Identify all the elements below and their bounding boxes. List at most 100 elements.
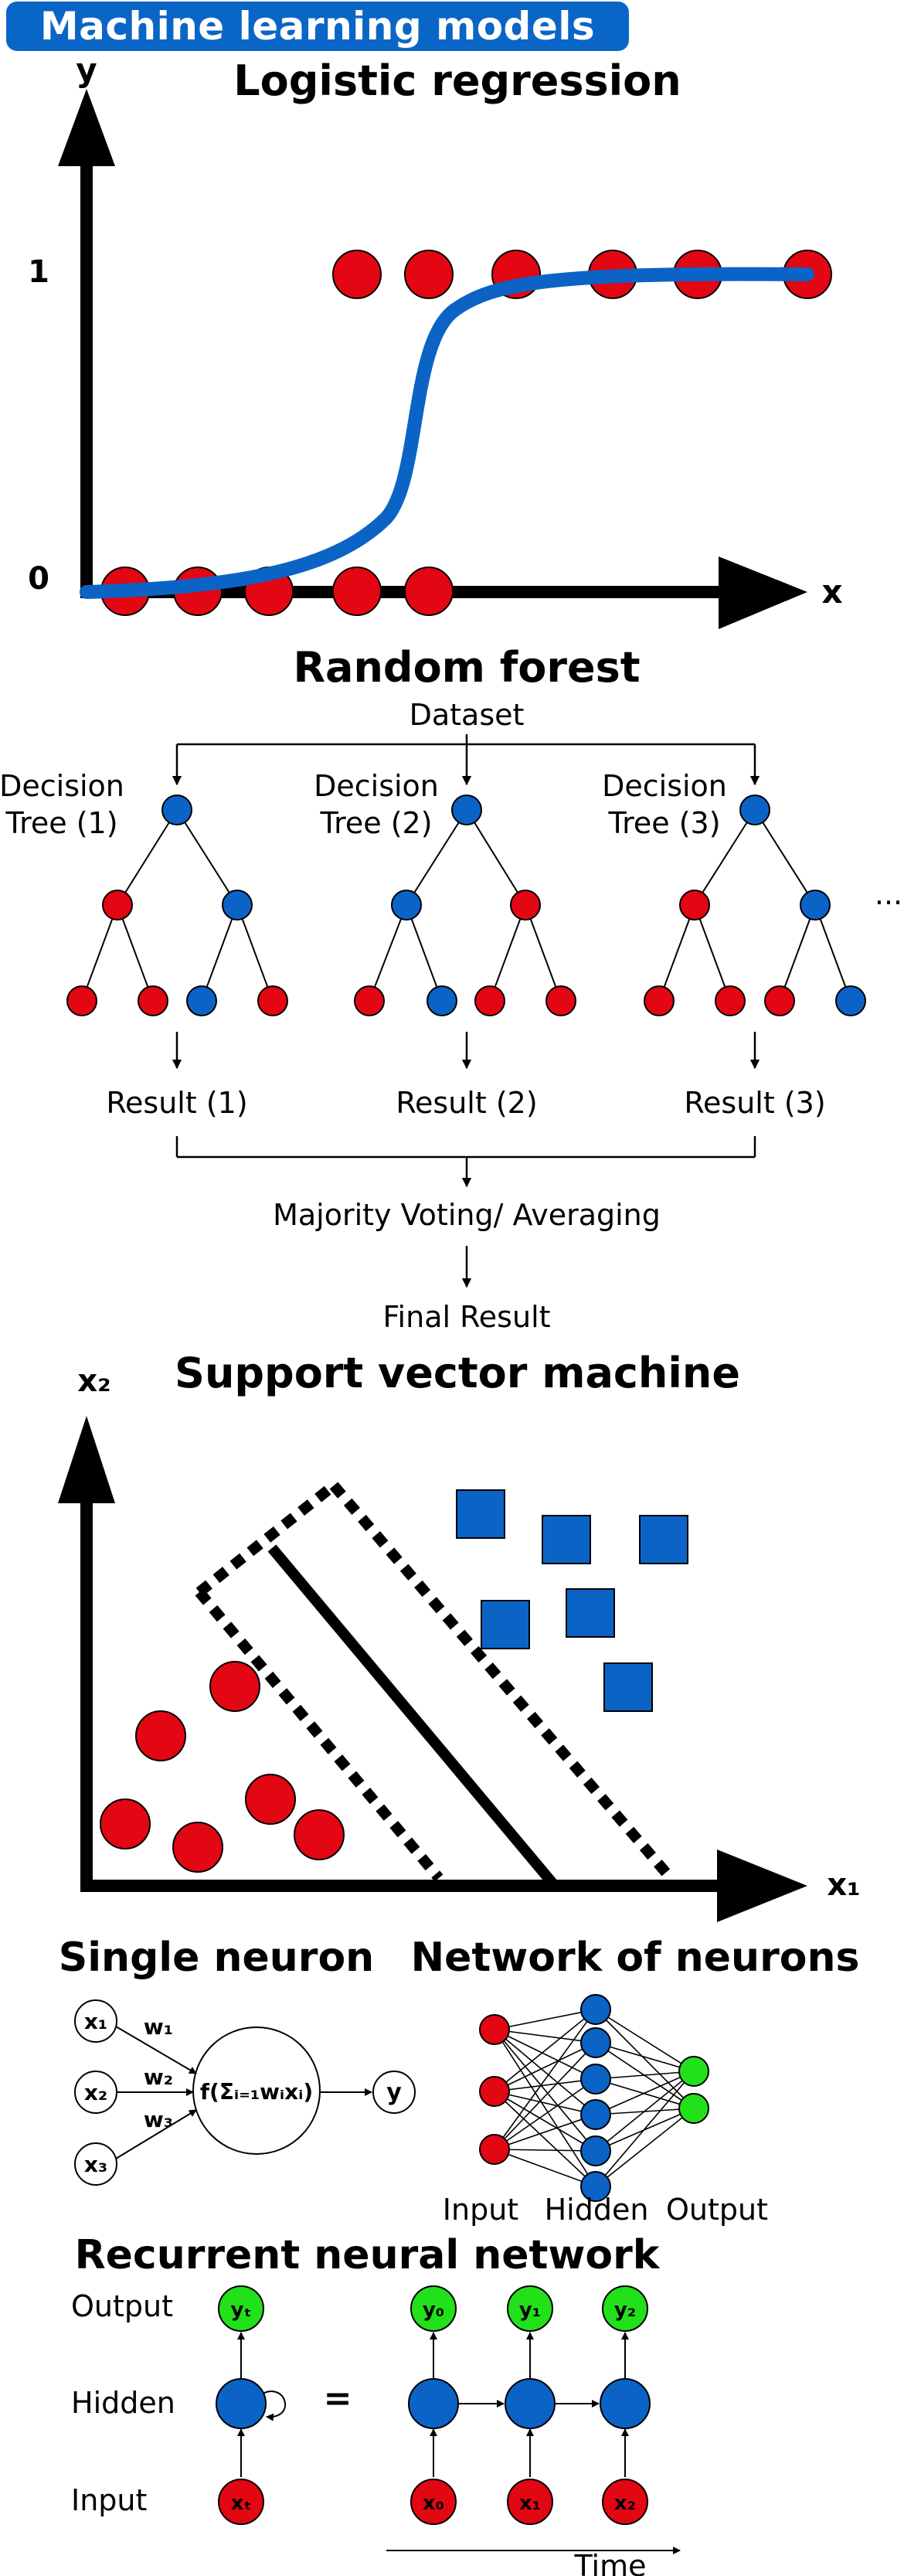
network-layer-output: Output [666, 2193, 768, 2227]
logistic-tick-one: 1 [28, 254, 49, 290]
svm-margin-left [195, 1588, 444, 1882]
data-point [639, 1515, 688, 1564]
network-hidden-node [580, 2064, 611, 2094]
data-point [332, 250, 382, 299]
rnn-equals-sign: = [324, 2379, 352, 2418]
tree-node [835, 985, 866, 1016]
logistic-title: Logistic regression [233, 56, 681, 105]
rnn-input-node [507, 2479, 553, 2525]
rnn-output-label-1: y₁ [519, 2299, 541, 2322]
network-hidden-node [580, 2171, 611, 2202]
svm-x-axis-label: x₁ [827, 1867, 860, 1903]
neuron-input-x1: x₁ [84, 2009, 107, 2034]
network-hidden-node [580, 2135, 611, 2166]
network-layer-input: Input [443, 2193, 518, 2227]
data-point [603, 1662, 653, 1712]
data-point [456, 1489, 505, 1539]
rnn-input-node [410, 2479, 457, 2525]
tree-3-label-line1: Decision [602, 769, 727, 803]
network-section: Network of neurons Input Hidden Output [411, 1935, 860, 2227]
tree-node [354, 985, 385, 1016]
logistic-regression-section: Logistic regression y x 1 0 [28, 51, 843, 629]
tree-node [391, 890, 422, 920]
network-output-node [678, 2093, 709, 2124]
data-point [100, 1798, 151, 1849]
rnn-title: Recurrent neural network [75, 2232, 661, 2278]
tree-node [739, 795, 770, 825]
tree-2-label-line2: Tree (2) [319, 806, 432, 840]
neuron-weight-w1: w₁ [144, 2014, 173, 2040]
network-edge [595, 2078, 695, 2109]
data-point [332, 567, 382, 616]
rnn-folded-input-label: xₜ [231, 2492, 252, 2515]
tree-node [510, 890, 541, 920]
logistic-x-axis-label: x [821, 573, 842, 611]
network-edge [595, 2009, 695, 2109]
data-point [172, 1822, 223, 1873]
forest-dataset-label: Dataset [410, 698, 525, 732]
network-edge [595, 2108, 695, 2187]
tree-1-label-line1: Decision [0, 769, 124, 803]
rnn-section: Recurrent neural network Output Hidden I… [71, 2232, 681, 2576]
network-edge [494, 2078, 596, 2092]
network-edge [494, 2042, 596, 2092]
tree-node [186, 985, 217, 1016]
data-point [209, 1661, 260, 1712]
rnn-hidden-node [505, 2378, 556, 2429]
data-point [481, 1600, 530, 1649]
data-point [404, 250, 454, 299]
dataset-bracket [172, 734, 760, 786]
network-edge [595, 2071, 695, 2152]
data-point [566, 1588, 615, 1638]
network-edge [494, 2078, 596, 2150]
tree-node [138, 985, 168, 1016]
network-edge [494, 2009, 596, 2150]
result-1-label: Result (1) [106, 1086, 247, 1120]
rnn-output-label-2: y₂ [614, 2299, 636, 2322]
neuron-output-y: y [386, 2079, 402, 2106]
tree-2-label-line1: Decision [314, 769, 439, 803]
network-title: Network of neurons [411, 1935, 860, 1981]
rnn-folded-hidden-node [216, 2378, 267, 2429]
rnn-output-node [602, 2285, 648, 2332]
final-result-label: Final Result [382, 1300, 550, 1334]
network-edge [595, 2071, 695, 2115]
network-hidden-node [580, 2027, 611, 2058]
rnn-input-label-2: x₂ [614, 2492, 636, 2515]
svm-margin-left-cap [195, 1481, 338, 1597]
neuron-input-x2: x₂ [84, 2080, 107, 2105]
result-3-label: Result (3) [684, 1086, 825, 1120]
tree-node [451, 795, 482, 825]
network-edge [494, 2149, 596, 2187]
neuron-function: f(Σᵢ₌₁wᵢxᵢ) [200, 2079, 313, 2105]
majority-voting-label: Majority Voting/ Averaging [273, 1198, 661, 1232]
tree-1-label-line2: Tree (1) [5, 806, 117, 840]
tree-node [257, 985, 288, 1016]
network-edge [595, 2042, 695, 2072]
rnn-row-output: Output [71, 2289, 173, 2323]
network-input-node [479, 2014, 510, 2045]
tree-node [715, 985, 746, 1016]
tree-3-label-line2: Tree (3) [607, 806, 720, 840]
rnn-folded-input-node [218, 2479, 264, 2525]
rnn-output-node [410, 2285, 457, 2332]
rnn-row-input: Input [71, 2483, 147, 2517]
data-point [135, 1710, 186, 1761]
network-edges [494, 2009, 695, 2187]
page-title-banner: Machine learning models [6, 2, 629, 51]
network-edge [494, 2114, 596, 2150]
data-point [245, 1774, 296, 1825]
tree-node [474, 985, 505, 1016]
logistic-sigmoid-curve [80, 267, 814, 599]
network-edge [494, 2009, 596, 2030]
network-edge [595, 2071, 695, 2080]
rnn-output-node [507, 2285, 553, 2332]
data-point [542, 1515, 591, 1564]
forest-ellipsis: ... [875, 877, 902, 911]
rnn-input-label-0: x₀ [423, 2492, 444, 2515]
rnn-folded-output-node [218, 2285, 264, 2332]
svm-x-axis-arrowhead [717, 1849, 807, 1922]
network-edge [494, 2009, 596, 2092]
network-edge [494, 2149, 596, 2152]
neuron-input-node [74, 1999, 117, 2043]
